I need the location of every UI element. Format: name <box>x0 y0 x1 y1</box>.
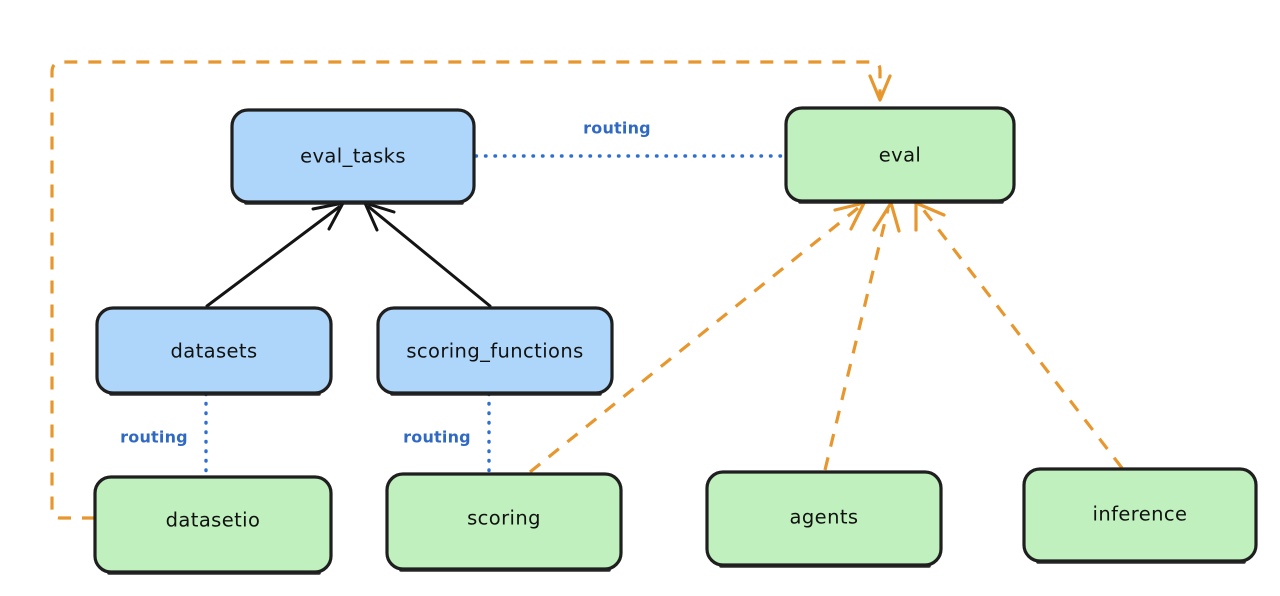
node-scoring-functions-label: scoring_functions <box>406 340 583 363</box>
node-datasets-label: datasets <box>170 340 257 363</box>
node-datasetio[interactable]: datasetio <box>93 475 333 575</box>
edge-label-routing-scoring-functions: routing <box>403 428 471 447</box>
edge-scoring-functions-to-eval-tasks-path <box>367 205 492 308</box>
edge-layer <box>50 60 1124 520</box>
node-datasets[interactable]: datasets <box>95 306 333 396</box>
edge-inference-to-eval-path <box>920 207 1124 469</box>
edge-agents-to-eval-arrowhead <box>872 201 901 233</box>
node-inference[interactable]: inference <box>1022 467 1258 564</box>
edge-datasets-to-eval-tasks-path <box>205 205 341 308</box>
edge-label-layer: routing routing routing <box>120 119 651 447</box>
node-datasets-rect <box>95 306 333 395</box>
node-scoring-label: scoring <box>467 507 541 530</box>
node-inference-label: inference <box>1093 503 1188 526</box>
node-datasetio-rect <box>93 475 333 574</box>
node-scoring-functions-rect <box>376 306 614 395</box>
node-layer: eval_tasks eval datasets scoring_functio… <box>93 106 1258 575</box>
node-agents-rect <box>705 470 943 567</box>
node-agents[interactable]: agents <box>705 470 943 568</box>
node-eval-tasks-rect <box>230 108 476 204</box>
node-datasetio-label: datasetio <box>166 509 261 532</box>
node-scoring[interactable]: scoring <box>385 472 623 572</box>
edge-datasetio-to-eval-arrowhead <box>868 74 892 102</box>
node-eval-label: eval <box>879 144 922 167</box>
node-eval-tasks-label: eval_tasks <box>300 145 406 168</box>
edge-agents-to-eval-path <box>823 208 890 471</box>
edge-datasetio-to-eval[interactable] <box>50 60 892 520</box>
node-inference-rect <box>1022 467 1258 563</box>
node-scoring-functions[interactable]: scoring_functions <box>376 306 614 396</box>
edge-agents-to-eval[interactable] <box>823 201 901 471</box>
edge-datasets-to-eval-tasks[interactable] <box>205 201 345 308</box>
node-eval-tasks[interactable]: eval_tasks <box>230 108 476 205</box>
edge-label-routing-datasets: routing <box>120 428 188 447</box>
edge-label-routing-eval-tasks: routing <box>583 119 651 138</box>
node-eval-rect <box>784 106 1016 203</box>
edge-scoring-functions-to-eval-tasks[interactable] <box>363 201 492 308</box>
node-scoring-rect <box>385 472 623 571</box>
edge-inference-to-eval[interactable] <box>914 201 1124 469</box>
node-agents-label: agents <box>790 506 859 529</box>
node-eval[interactable]: eval <box>784 106 1016 204</box>
